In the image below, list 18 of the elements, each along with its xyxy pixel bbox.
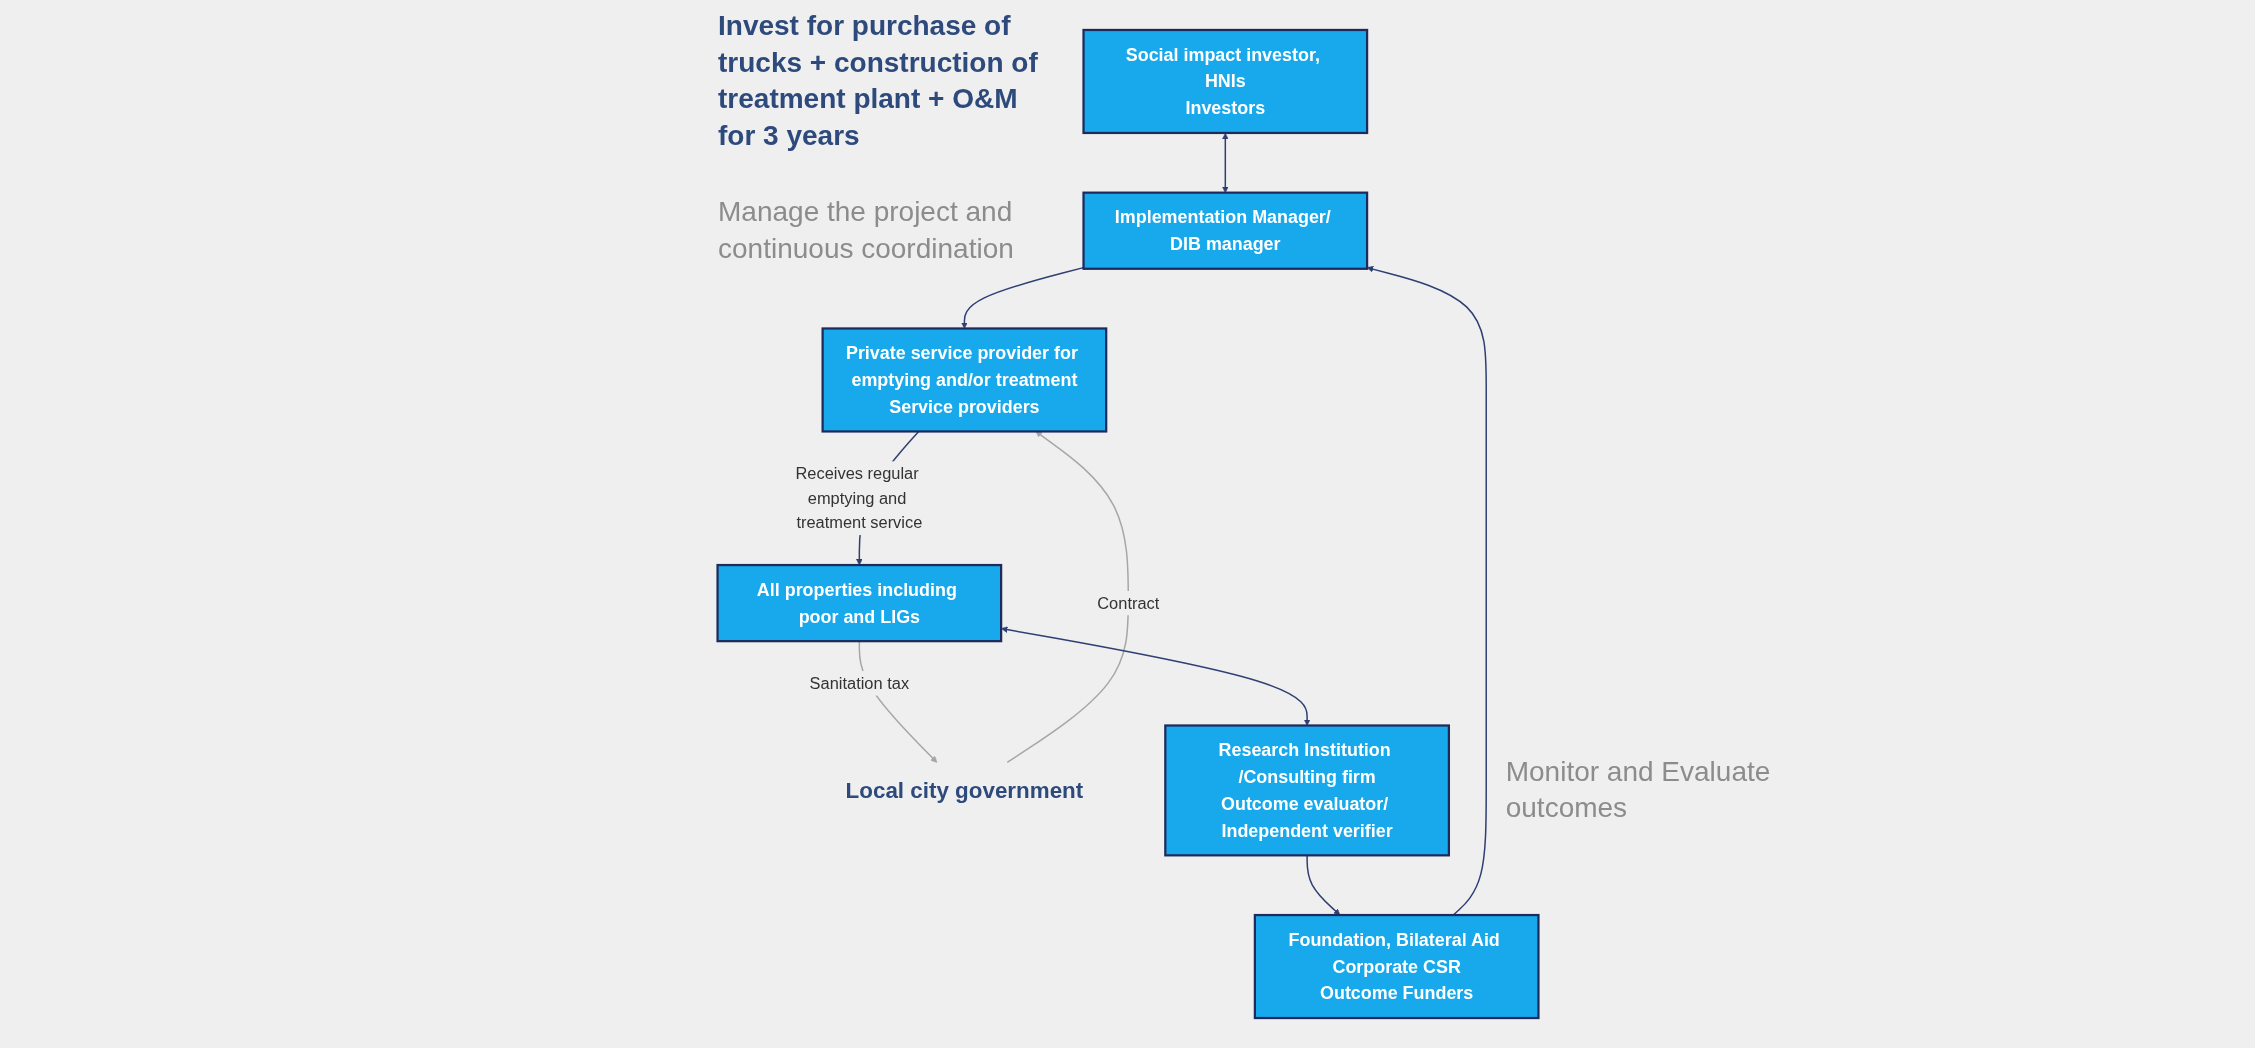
arrow xyxy=(1006,431,1129,764)
edge-label: Receives regular emptying and treatment service xyxy=(794,464,922,533)
edge-label: Contract xyxy=(1096,593,1159,613)
node-box: Private service provider for emptying and/or treatment Service providers xyxy=(821,327,1107,433)
node-box: Foundation, Bilateral Aid Corporate CSR Outcome Funders xyxy=(1253,913,1540,1020)
node-box: Social impact investor, HNIs Investors xyxy=(1081,28,1368,135)
node-box: All properties including poor and LIGs xyxy=(715,563,1002,643)
arrow xyxy=(1221,132,1229,193)
node-box: Implementation Manager/ DIB manager xyxy=(1081,191,1368,270)
arrow xyxy=(960,266,1084,329)
node-note: Manage the project and continuous coordination xyxy=(718,195,1015,266)
node-note: Invest for purchase of trucks + construction of treatment plant + O&M for 3 years xyxy=(718,9,1039,153)
edge-label: Sanitation tax xyxy=(809,674,909,693)
node-note: Monitor and Evaluate outcomes xyxy=(1505,754,1772,826)
arrow xyxy=(1366,265,1487,916)
node-text: Local city government xyxy=(845,778,1083,803)
node-box: Research Institution /Consulting firm Outcome evaluator/ Independent verifier xyxy=(1163,724,1450,857)
arrow xyxy=(1000,626,1310,726)
